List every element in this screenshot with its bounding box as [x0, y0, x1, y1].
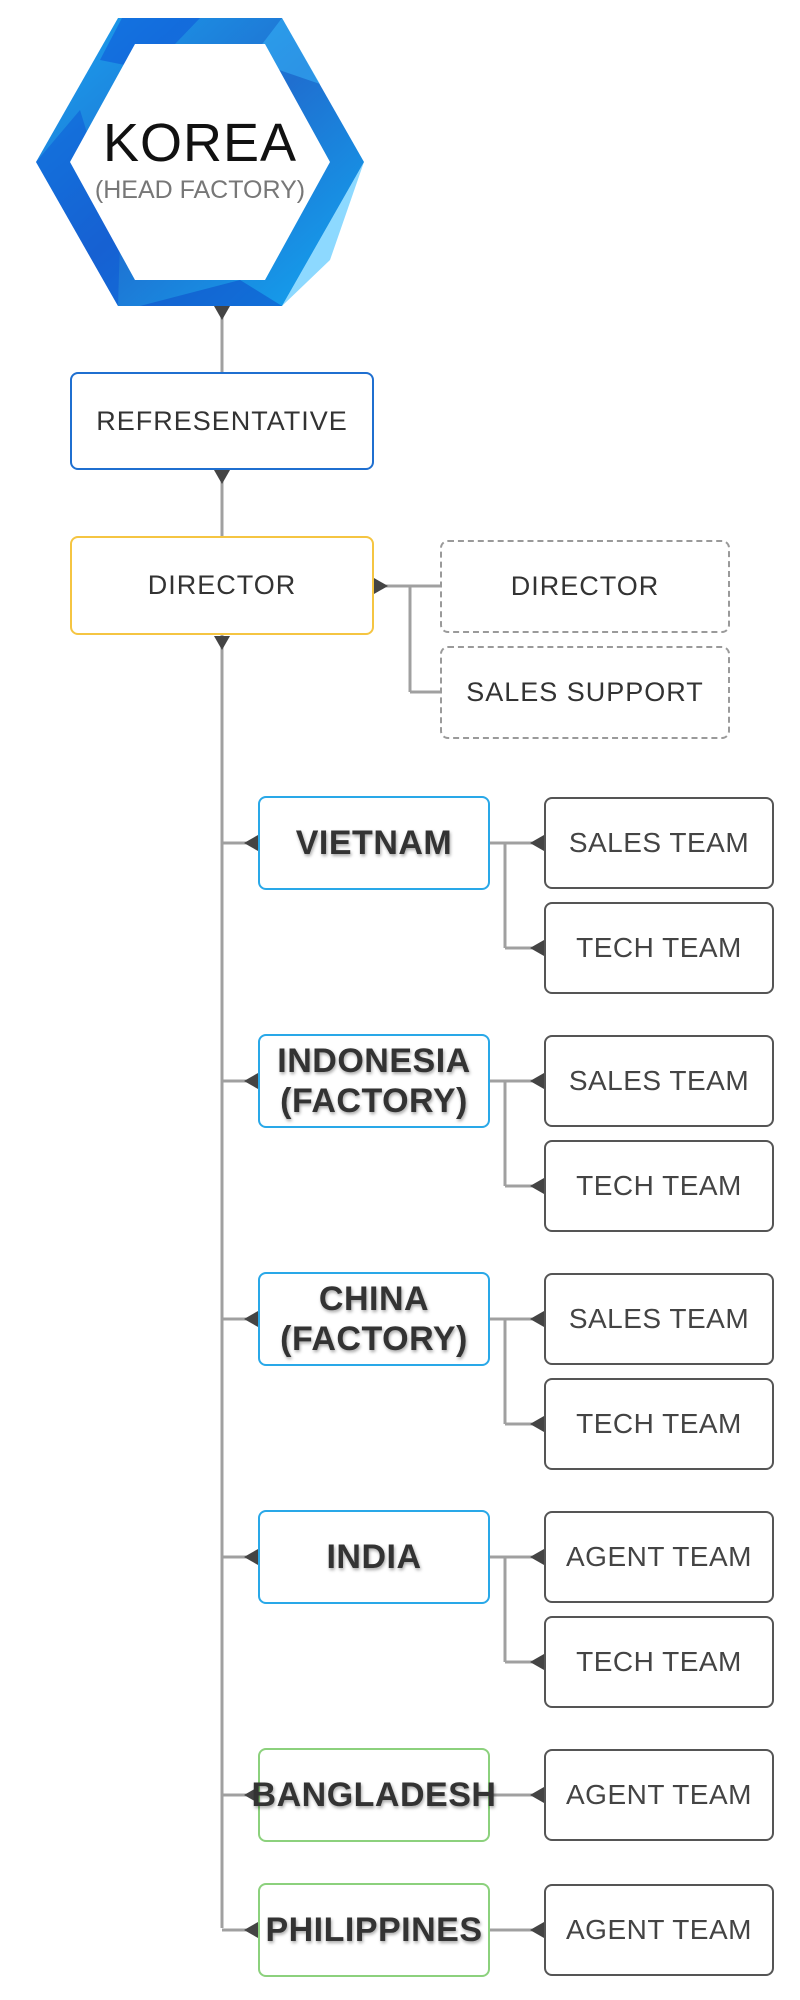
branch-box[interactable]: INDONESIA (FACTORY) [258, 1034, 490, 1128]
team-box[interactable]: AGENT TEAM [544, 1884, 774, 1976]
team-box[interactable]: TECH TEAM [544, 1378, 774, 1470]
branch-box[interactable]: PHILIPPINES [258, 1883, 490, 1977]
branch-box[interactable]: INDIA [258, 1510, 490, 1604]
arrow-director-down [214, 636, 230, 650]
arrow-to-branch [244, 1549, 258, 1565]
branch-box[interactable]: CHINA (FACTORY) [258, 1272, 490, 1366]
branch-box[interactable]: BANGLADESH [252, 1748, 496, 1842]
branch-arrows [244, 835, 544, 1938]
team-box[interactable]: AGENT TEAM [544, 1749, 774, 1841]
arrow-to-branch [244, 1922, 258, 1938]
arrow-to-branch [244, 1787, 258, 1803]
team-box[interactable]: SALES TEAM [544, 797, 774, 889]
team-box[interactable]: AGENT TEAM [544, 1511, 774, 1603]
arrow-hq-down [214, 306, 230, 320]
sales-support-box[interactable]: SALES SUPPORT [440, 646, 730, 739]
team-box[interactable]: TECH TEAM [544, 1616, 774, 1708]
arrow-to-team [530, 940, 544, 956]
arrow-to-team [530, 1549, 544, 1565]
side-director-box[interactable]: DIRECTOR [440, 540, 730, 633]
arrow-to-team [530, 1178, 544, 1194]
team-box[interactable]: TECH TEAM [544, 1140, 774, 1232]
team-box[interactable]: SALES TEAM [544, 1035, 774, 1127]
team-box[interactable]: TECH TEAM [544, 902, 774, 994]
arrow-to-team [530, 1787, 544, 1803]
connector-arrows [214, 306, 388, 650]
arrow-to-team [530, 1654, 544, 1670]
arrow-to-branch [244, 1311, 258, 1327]
team-box[interactable]: SALES TEAM [544, 1273, 774, 1365]
hq-subtitle: (HEAD FACTORY) [94, 176, 306, 204]
hq-title: KOREA [102, 113, 298, 173]
arrow-director-right [374, 578, 388, 594]
arrow-rep-down [214, 470, 230, 484]
representative-box[interactable]: REFRESENTATIVE [70, 372, 374, 470]
arrow-to-branch [244, 835, 258, 851]
director-box[interactable]: DIRECTOR [70, 536, 374, 635]
hq-hexagon [36, 18, 364, 306]
arrow-to-team [530, 1311, 544, 1327]
arrow-to-branch [244, 1073, 258, 1089]
branch-box[interactable]: VIETNAM [258, 796, 490, 890]
arrow-to-team [530, 835, 544, 851]
arrow-to-team [530, 1922, 544, 1938]
connector-lines [220, 306, 440, 1928]
arrow-to-team [530, 1073, 544, 1089]
arrow-to-team [530, 1416, 544, 1432]
